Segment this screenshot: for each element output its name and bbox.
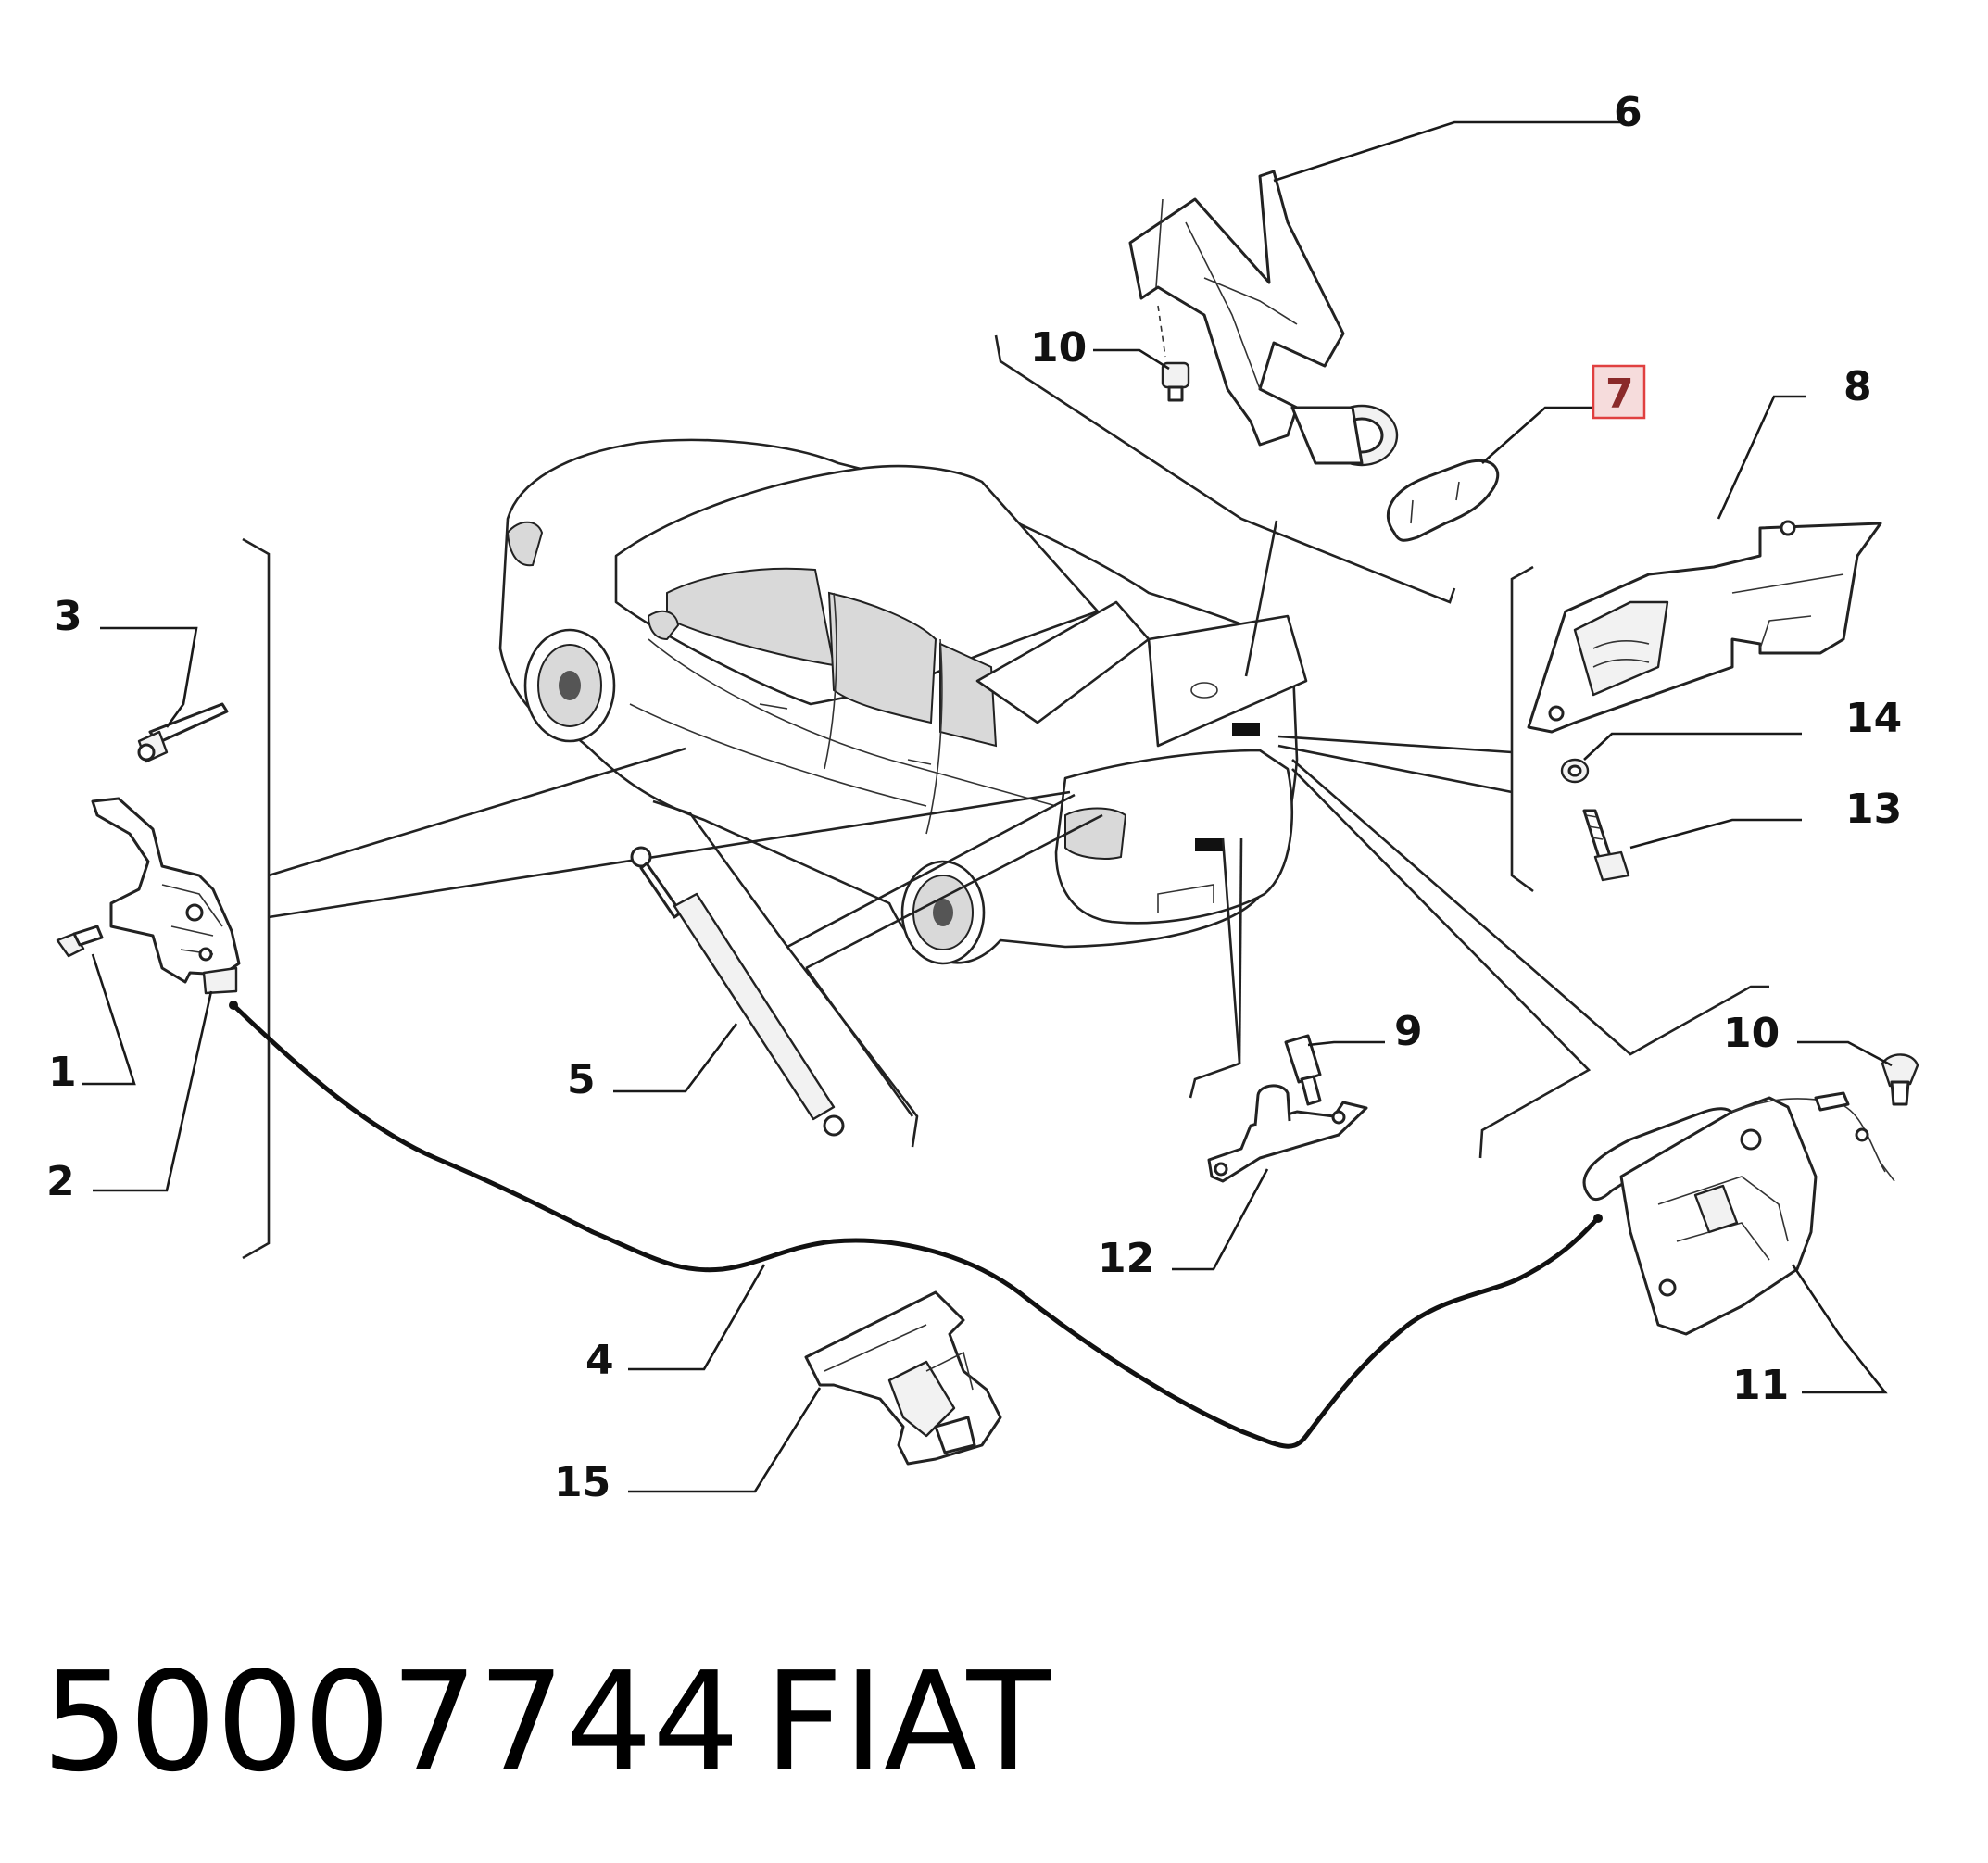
trunk-tray (1527, 520, 1882, 734)
callout-11: 11 (1732, 1362, 1789, 1409)
callout-7-highlight (1592, 364, 1646, 420)
rivet (137, 702, 229, 763)
callout-10-top: 10 (1030, 324, 1087, 371)
callout-2: 2 (46, 1158, 75, 1205)
callout-8: 8 (1843, 363, 1872, 410)
gas-strut (630, 846, 845, 1137)
callout-4: 4 (585, 1337, 614, 1384)
callout-13: 13 (1845, 786, 1902, 833)
callout-6: 6 (1614, 89, 1642, 136)
hood-latch (91, 797, 241, 995)
callout-12: 12 (1098, 1235, 1154, 1282)
lock-cylinder-bracket (1128, 170, 1399, 467)
release-cable (231, 1002, 1601, 1449)
screw-top (1161, 361, 1190, 402)
callout-14: 14 (1845, 695, 1902, 742)
striker-bolt (1284, 1034, 1322, 1106)
car-illustration (498, 438, 1308, 965)
front-wheel (523, 628, 616, 743)
footer: 50007744 FIAT (42, 1643, 1051, 1802)
leader-lines (82, 120, 1893, 1493)
screw-right (1881, 1053, 1919, 1106)
trunk-lock (1582, 1091, 1895, 1336)
callout-9: 9 (1394, 1008, 1423, 1055)
brand-name: FIAT (764, 1643, 1051, 1802)
bolt (1582, 809, 1630, 882)
callout-labels: 1 2 3 4 5 6 7 8 9 10 10 11 12 13 14 15 (46, 89, 1902, 1506)
release-handle (804, 1290, 1002, 1466)
washer (1560, 758, 1590, 784)
callout-15: 15 (554, 1459, 610, 1506)
gasket (1386, 459, 1500, 542)
callout-10-right: 10 (1723, 1010, 1780, 1057)
screw-left (56, 925, 104, 958)
striker (1207, 1084, 1368, 1183)
part-number: 50007744 (42, 1643, 739, 1802)
callout-1: 1 (48, 1049, 77, 1096)
callout-3: 3 (54, 593, 82, 640)
callout-5: 5 (567, 1056, 596, 1103)
group-brackets (242, 334, 1769, 1260)
callout-7: 7 (1605, 371, 1634, 418)
